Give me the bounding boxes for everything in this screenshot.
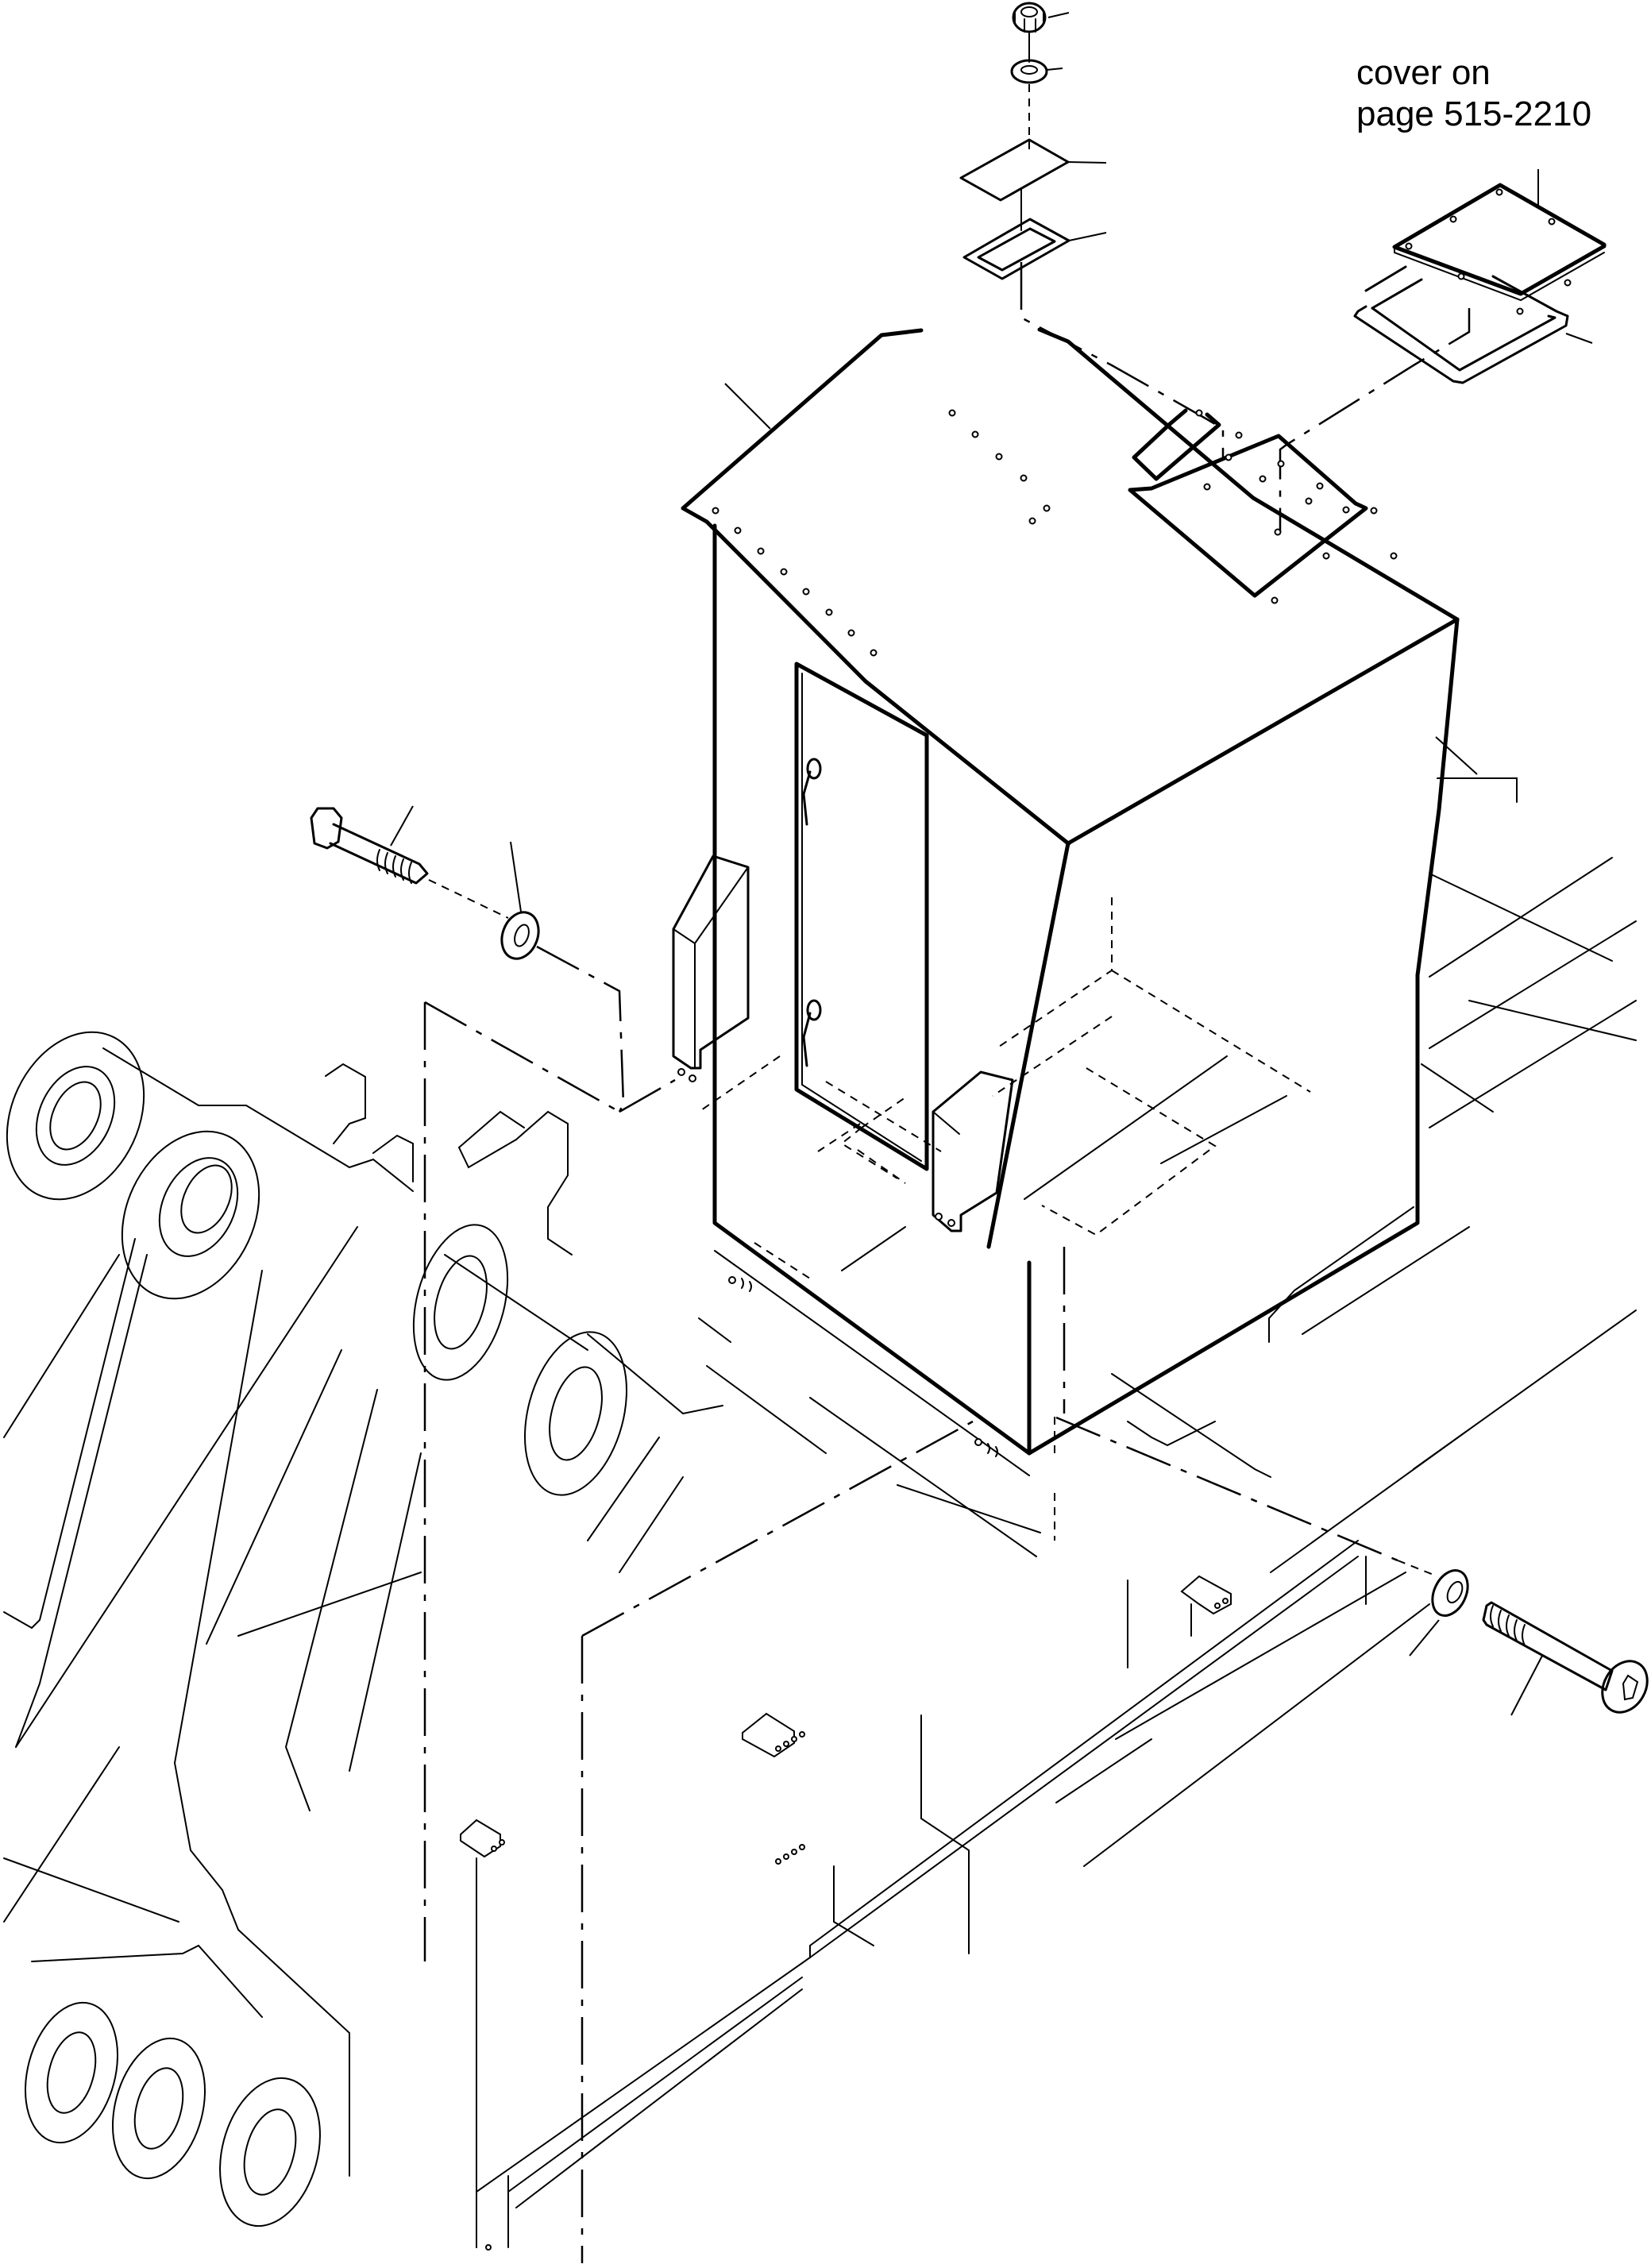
- hex-bolt-left-icon: [310, 805, 429, 885]
- cabinet-top-holes: [712, 409, 1398, 657]
- door-handle-lower-icon: [802, 999, 822, 1067]
- socket-cap-screw-right-icon: [1482, 1601, 1649, 1716]
- washer-left-icon: [500, 841, 540, 960]
- cabinet-door: [794, 662, 929, 1171]
- access-cover-gasket-icon: [1353, 265, 1593, 384]
- small-gasket-icon: [962, 218, 1107, 280]
- left-mounting-bracket: [672, 854, 750, 1082]
- washer-top-icon: [1010, 59, 1063, 84]
- access-cover-icon: [1392, 169, 1607, 315]
- boom-linkage: [3, 1031, 723, 2228]
- hex-nut-icon: [1012, 2, 1070, 33]
- assembly-centerlines: [423, 1001, 1398, 2263]
- cross-reference-note: cover on page 515-2210: [1356, 52, 1591, 135]
- note-line-2: page 515-2210: [1356, 94, 1592, 133]
- cabinet-housing: [672, 327, 1478, 1541]
- machine-frame: [460, 777, 1637, 2251]
- door-handle-upper-icon: [802, 758, 822, 826]
- washer-right-icon: [1409, 1569, 1469, 1657]
- small-plate-icon: [959, 138, 1107, 202]
- right-mounting-bracket: [932, 1070, 1014, 1232]
- note-line-1: cover on: [1356, 53, 1491, 92]
